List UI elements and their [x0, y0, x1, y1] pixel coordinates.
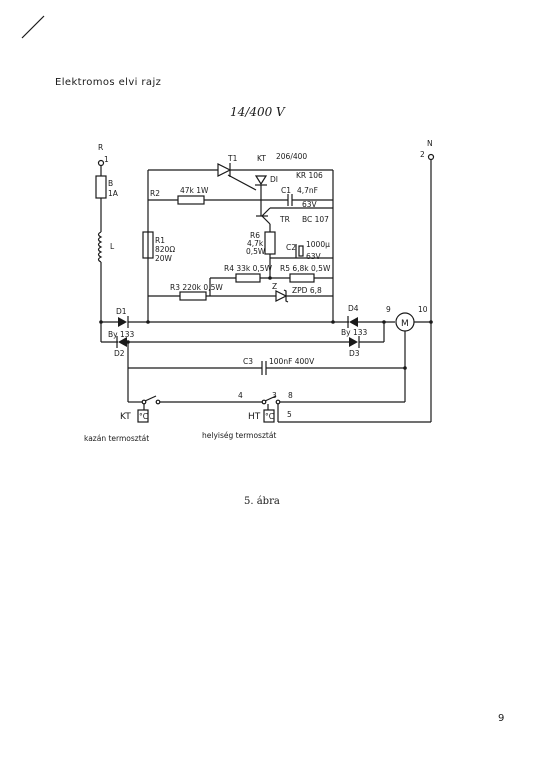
- node-9-label: 9: [386, 305, 391, 314]
- r2-symbol: [177, 195, 205, 205]
- page-number: 9: [498, 713, 505, 724]
- diac-symbol: [254, 175, 268, 186]
- diac-part: KR 106: [296, 171, 323, 180]
- c2-name: C2: [286, 243, 296, 252]
- terminal-n-letter: N: [427, 139, 433, 148]
- c2-plate-b: [298, 245, 304, 257]
- d1-name: D1: [116, 307, 127, 316]
- r6-value: 4,7k: [247, 239, 264, 248]
- kt-symbol: °C: [139, 412, 148, 421]
- junction-n-motor: [429, 320, 433, 324]
- d4-symbol: [349, 317, 358, 327]
- fuse-value: 1A: [108, 189, 119, 198]
- kt-contact-b: [155, 399, 161, 405]
- terminal-n-number: 2: [420, 150, 425, 159]
- node-4-label: 4: [238, 391, 243, 400]
- terminal-n: [427, 153, 435, 161]
- thyristor-type: KT: [257, 154, 266, 163]
- zener-symbol: [275, 290, 288, 302]
- r1-name: R1: [155, 236, 165, 245]
- ht-contact-a: [261, 399, 267, 405]
- d2-name: D2: [114, 349, 125, 358]
- fuse-symbol: [95, 175, 107, 199]
- junction-left-rail: [146, 320, 150, 324]
- c2-value: 1000μ: [306, 240, 330, 249]
- inductor-name: L: [110, 242, 115, 251]
- ht-switch-blade: [264, 395, 277, 402]
- c2-voltage: 63V: [306, 252, 322, 261]
- kt-description: kazán termosztát: [84, 434, 149, 443]
- c1-value: 4,7nF: [297, 186, 318, 195]
- c1-name: C1: [281, 186, 291, 195]
- node-10-label: 10: [418, 305, 428, 314]
- ht-symbol: °C: [265, 412, 274, 421]
- r5-symbol: [289, 273, 315, 283]
- c3-value: 100nF 400V: [269, 357, 315, 366]
- pen-mark: [21, 15, 45, 39]
- r2-name: R2: [150, 189, 160, 198]
- d3-symbol: [349, 337, 358, 347]
- transistor-part: BC 107: [302, 215, 329, 224]
- zener-part: ZPD 6,8: [292, 286, 322, 295]
- diac-name: DI: [270, 175, 278, 184]
- zener-name: Z: [272, 282, 277, 291]
- r6-symbol: [264, 231, 276, 255]
- inductor-coil: [97, 231, 103, 263]
- fuse-name: B: [108, 179, 113, 188]
- r1-symbol: [142, 231, 154, 259]
- junction-d3-d4: [382, 320, 386, 324]
- r3-label: R3 220k 0,5W: [170, 283, 223, 292]
- ht-name: HT: [248, 412, 261, 422]
- c1-voltage: 63V: [302, 200, 318, 209]
- junction-c3-left: [126, 340, 130, 344]
- thyristor-name: T1: [227, 154, 238, 163]
- r6-name: R6: [250, 231, 260, 240]
- r3-symbol: [179, 291, 207, 301]
- motor-letter: M: [401, 319, 409, 329]
- r1-power: 20W: [155, 254, 173, 263]
- kt-name: KT: [120, 412, 131, 422]
- d1-symbol: [118, 317, 127, 327]
- d2-symbol: [118, 337, 127, 347]
- node-5-label: 5: [287, 410, 292, 419]
- junction-c3-right: [403, 366, 407, 370]
- tr-collector: [261, 207, 271, 217]
- node-3-label: 3: [272, 391, 277, 400]
- terminal-r: [97, 159, 105, 167]
- junction-right-rail: [331, 320, 335, 324]
- d3-name: D3: [349, 349, 360, 358]
- d1-part: By 133: [108, 330, 135, 339]
- d4-part: By 133: [341, 328, 368, 337]
- r4-symbol: [235, 273, 261, 283]
- ht-contact-b: [275, 399, 281, 405]
- r4-label: R4 33k 0,5W: [224, 264, 273, 273]
- thyristor-gate-wire: [227, 174, 257, 191]
- terminal-r-letter: R: [98, 143, 103, 152]
- r5-label: R5 6,8k 0,5W: [280, 264, 331, 273]
- transistor-name: TR: [279, 215, 290, 224]
- r1-value: 820Ω: [155, 245, 175, 254]
- ht-description: helyiség termosztát: [202, 431, 276, 440]
- node-8-label: 8: [288, 391, 293, 400]
- thyristor-part: 206/400: [276, 152, 307, 161]
- r6-power: 0,5W: [246, 247, 266, 256]
- junction-r4-r5: [268, 276, 272, 280]
- r2-value: 47k 1W: [180, 186, 209, 195]
- terminal-r-number: 1: [104, 155, 109, 164]
- figure-caption: 5. ábra: [244, 496, 280, 507]
- kt-box: [137, 409, 149, 423]
- thyristor-symbol: [217, 163, 232, 177]
- junction-r-d1: [99, 320, 103, 324]
- page-heading: Elektromos elvi rajz: [55, 77, 162, 88]
- ht-box: [263, 409, 275, 423]
- kt-switch-blade: [144, 395, 157, 402]
- d4-name: D4: [348, 304, 359, 313]
- kt-contact-a: [141, 399, 147, 405]
- handwritten-subtitle: 14/400 V: [230, 105, 285, 119]
- c3-label: C3: [243, 357, 253, 366]
- tr-emitter: [261, 215, 271, 225]
